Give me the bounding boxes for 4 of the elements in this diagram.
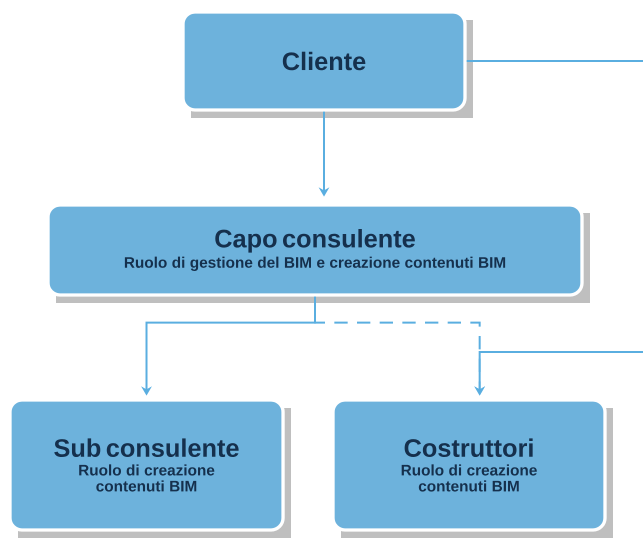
role-box: Sub consulente Ruolo di creazione contenuti BIM	[8, 398, 285, 532]
role-box: Cliente	[181, 10, 467, 112]
role-box: Costruttori Ruolo di creazione contenuti BIM	[331, 398, 607, 532]
role-box: Capo consulente Ruolo di gestione del BIM e creazione contenuti BIM	[46, 203, 584, 297]
